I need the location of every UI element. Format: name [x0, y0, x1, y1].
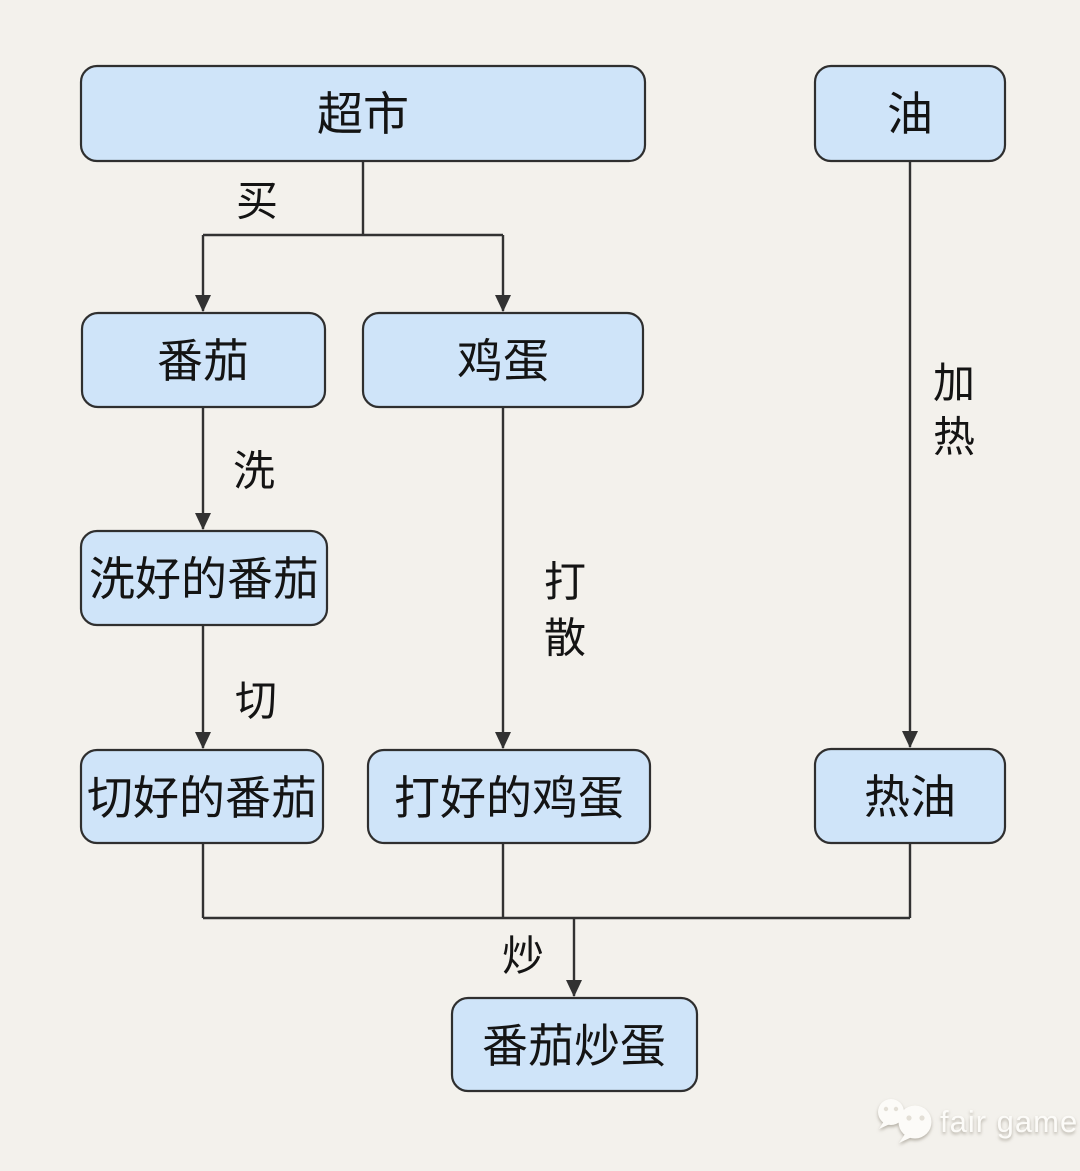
- node-tomato-label: 番茄: [157, 335, 249, 387]
- node-beaten-egg-label: 打好的鸡蛋: [394, 772, 624, 824]
- edge-label-beat: 打 散: [544, 559, 586, 662]
- node-supermarket-box: [79, 64, 647, 163]
- node-washed-tomato-label: 洗好的番茄: [89, 553, 319, 605]
- wechat-icon: [878, 1099, 932, 1143]
- node-cut-tomato-box: [79, 748, 325, 845]
- edge-label-wash: 洗: [233, 448, 275, 495]
- node-dish-box: [450, 996, 699, 1093]
- node-dish-label: 番茄炒蛋: [482, 1020, 666, 1072]
- node-washed-tomato-box: [79, 529, 329, 627]
- edge-label-heat: 加 热: [933, 360, 975, 461]
- edge-label-heat-char1: 加: [933, 360, 975, 407]
- watermark-text: fair game: [940, 1104, 1078, 1139]
- node-hot-oil: 热油: [813, 747, 1007, 845]
- node-beaten-egg: 打好的鸡蛋: [366, 748, 652, 845]
- edge-label-heat-char2: 热: [933, 414, 975, 461]
- edges: [195, 161, 918, 997]
- edge-labels: 买 洗 切 打 散 加 热 炒: [233, 178, 975, 980]
- edge-label-beat-char2: 散: [544, 615, 586, 662]
- node-oil: 油: [813, 64, 1007, 163]
- node-hot-oil-box: [813, 747, 1007, 845]
- node-tomato-box: [80, 311, 327, 409]
- node-oil-label: 油: [887, 88, 933, 140]
- node-supermarket-label: 超市: [317, 88, 409, 140]
- node-cut-tomato-label: 切好的番茄: [87, 772, 317, 824]
- watermark: fair game: [878, 1099, 1078, 1143]
- node-tomato: 番茄: [80, 311, 327, 409]
- node-beaten-egg-box: [366, 748, 652, 845]
- edge-label-cut: 切: [235, 678, 277, 725]
- edge-label-fry: 炒: [502, 933, 544, 980]
- edge-label-beat-char1: 打: [544, 559, 586, 606]
- node-cut-tomato: 切好的番茄: [79, 748, 325, 845]
- nodes: 超市 油 番茄 鸡蛋 洗好的番茄 切好的番茄: [79, 64, 1007, 1093]
- node-egg: 鸡蛋: [361, 311, 645, 409]
- node-washed-tomato: 洗好的番茄: [79, 529, 329, 627]
- edge-label-buy: 买: [236, 178, 278, 225]
- node-oil-box: [813, 64, 1007, 163]
- node-egg-box: [361, 311, 645, 409]
- node-egg-label: 鸡蛋: [457, 335, 549, 387]
- node-dish: 番茄炒蛋: [450, 996, 699, 1093]
- node-hot-oil-label: 热油: [864, 771, 956, 823]
- node-supermarket: 超市: [79, 64, 647, 163]
